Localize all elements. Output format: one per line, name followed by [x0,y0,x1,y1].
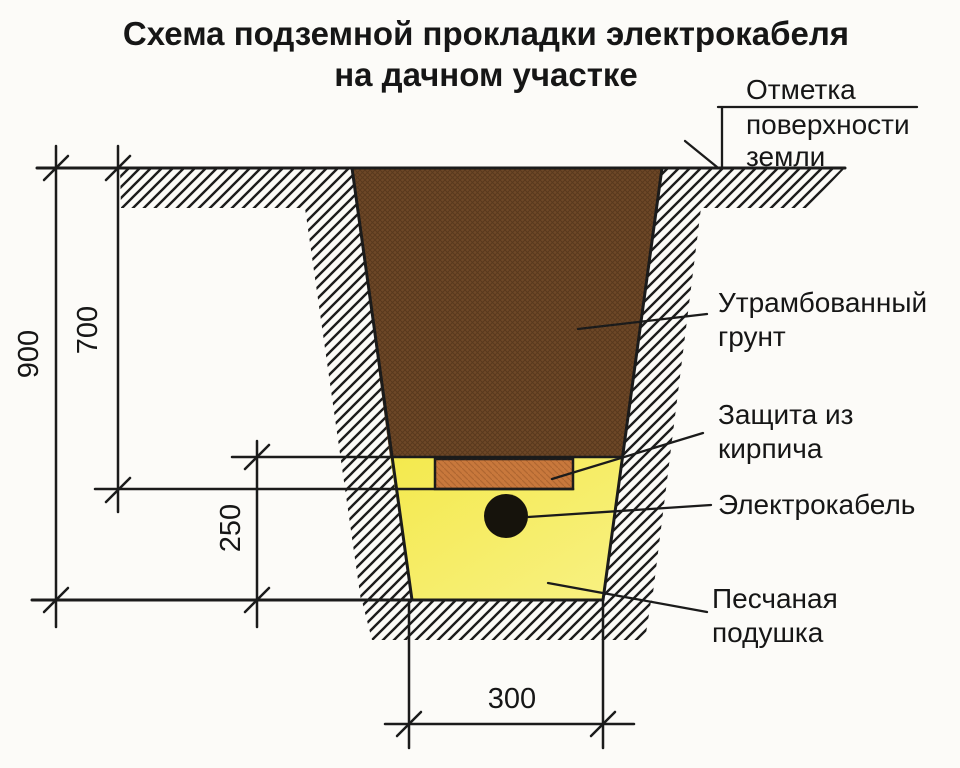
brick-protection-label-line-2: кирпича [718,433,823,464]
ground-hatch-right-top [657,168,845,208]
leader-cable [526,503,713,519]
trench-right-wall [601,166,664,602]
dim-700-value: 700 [72,306,104,354]
sand-cushion-label-line-1: Песчаная [712,583,838,614]
dim-250-value: 250 [215,504,247,552]
cable-shape [484,494,528,538]
dim-tick [395,710,423,738]
surface-mark-label-line-1: Отметка [746,74,856,105]
dim-tick [104,154,132,182]
dim-tick [104,476,132,504]
brick-protection-texture [435,459,573,489]
ground-mark-diagonal [683,139,719,169]
dim-tick [589,710,617,738]
leader-sand-cushion [546,581,709,614]
dim-tick [42,154,70,182]
ground-hatch-bottom [362,601,651,640]
diagram-title-line-1: Схема подземной прокладки электрокабеля [123,15,849,52]
ground-hatch-right-slope [603,208,701,601]
dim-tick [243,443,271,471]
compacted-soil-label-line-2: грунт [718,321,786,352]
ground-hatch-left-top [120,168,358,208]
leader-compacted-soil [576,312,709,331]
dimension-lines [42,144,636,750]
leader-lines [526,312,713,614]
diagram-title-line-2: на дачном участке [334,56,638,93]
hatched-ground [120,168,845,640]
dim-900-value: 900 [13,330,45,378]
trench-internals [93,455,625,491]
brick-protection-label-line-1: Защита из [718,399,854,430]
leader-brick-protection [550,431,705,481]
surface-mark-label-line-3: земли [746,141,825,172]
dim-tick [42,586,70,614]
dim-300-value: 300 [488,683,536,715]
ground-level-mark [683,105,919,169]
trench-left-wall [350,166,414,602]
ground-hatch-left-slope [305,208,412,601]
compacted-soil-label-line-1: Утрамбованный [718,287,927,318]
sand-cushion-label-line-2: подушка [712,617,824,648]
cable-label: Электрокабель [718,489,915,520]
dim-tick [243,586,271,614]
trench-outline [30,166,847,602]
compacted-soil-texture [352,169,662,457]
surface-mark-label-line-2: поверхности [746,109,910,140]
